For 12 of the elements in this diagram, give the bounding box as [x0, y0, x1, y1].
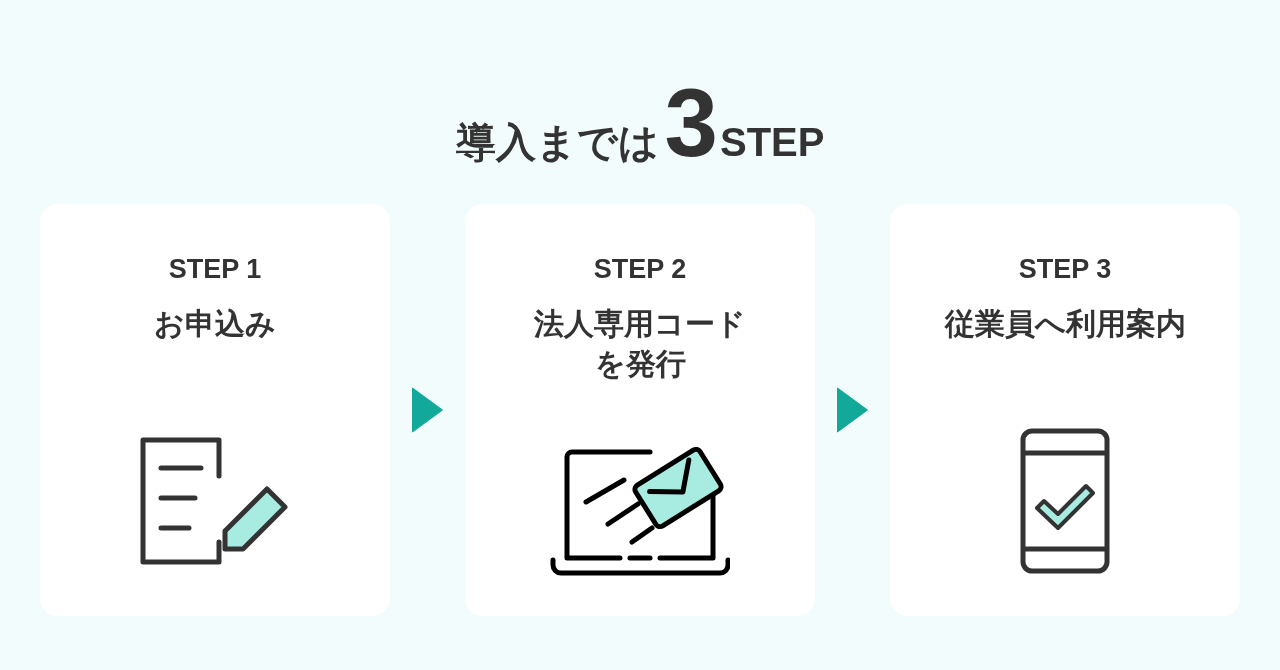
step-card — [890, 204, 1240, 616]
step-arrow — [837, 387, 868, 433]
step-arrow — [412, 387, 443, 433]
step-number: STEP 3 — [1018, 253, 1112, 286]
step-number: STEP 2 — [593, 253, 687, 286]
step-card — [40, 204, 390, 616]
title: 導入までは3STEP — [455, 78, 825, 178]
step-card — [465, 204, 815, 616]
step-heading: 法人専用コードを発行 — [533, 306, 747, 382]
step-heading: お申込み — [154, 306, 276, 342]
step-heading: 従業員へ利用案内 — [944, 306, 1186, 342]
step-number: STEP 1 — [168, 253, 262, 286]
